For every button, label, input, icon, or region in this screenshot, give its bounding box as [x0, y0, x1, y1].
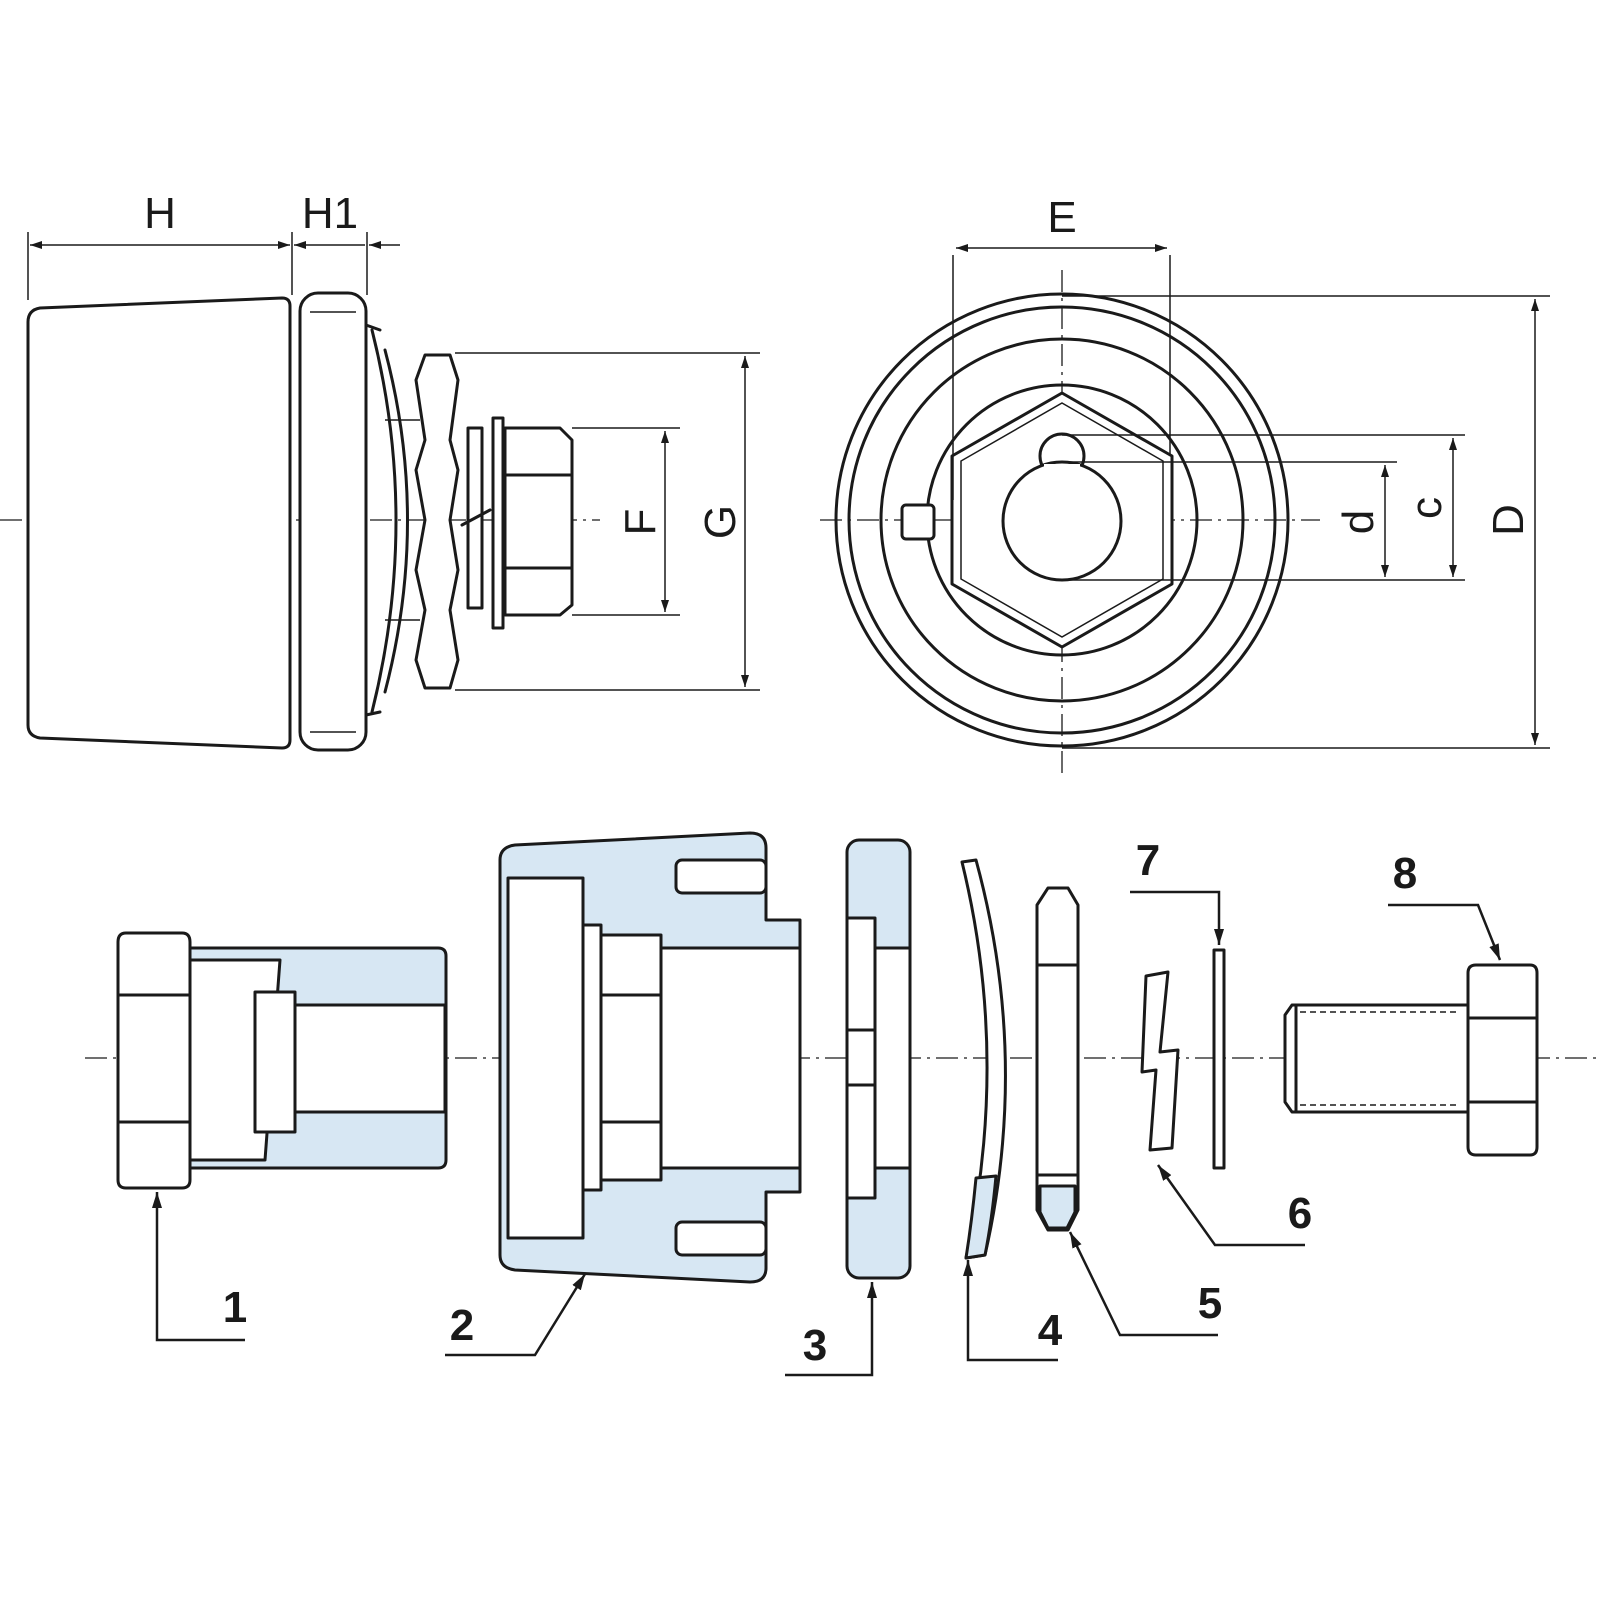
knob-body: [26, 296, 292, 750]
part-4-spring-washer: [960, 858, 1007, 1260]
side-view: H H1 G F: [0, 189, 760, 752]
front-view: E D c d: [820, 193, 1550, 775]
cap-ring: [298, 291, 368, 752]
bore: [1001, 460, 1123, 582]
dim-E-label: E: [1047, 193, 1076, 242]
locating-tab: [900, 503, 936, 541]
outer-rim: [834, 292, 1290, 748]
part-label-2: 2: [450, 1301, 474, 1350]
part-label-6: 6: [1288, 1189, 1312, 1238]
dim-d-label: d: [1334, 510, 1383, 534]
dim-F-label: F: [616, 509, 665, 536]
bolt-head: [503, 426, 574, 617]
dim-D-label: D: [1484, 504, 1533, 536]
part-label-5: 5: [1198, 1279, 1222, 1328]
part-5-hex-nut: [1035, 886, 1080, 1232]
part-1-insert-nut: [116, 931, 448, 1190]
part-label-7: 7: [1136, 836, 1160, 885]
part-label-1: 1: [223, 1283, 247, 1332]
flat-washer: [491, 416, 505, 630]
part-6-lock-washer: [1140, 970, 1180, 1152]
dim-G-label: G: [696, 505, 745, 539]
hex-nut: [414, 353, 460, 690]
part-label-4: 4: [1038, 1306, 1063, 1355]
part-7-flat-washer: [1212, 948, 1226, 1170]
dim-H1-label: H1: [302, 189, 358, 238]
part-label-3: 3: [803, 1321, 827, 1370]
part-2-knob-body: [498, 831, 802, 1284]
spring-washer: [370, 328, 398, 714]
part-3-cap-ring: [845, 838, 912, 1280]
dim-c-label: c: [1402, 497, 1451, 519]
dim-H-label: H: [144, 189, 176, 238]
part-label-8: 8: [1393, 849, 1417, 898]
part-8-bolt: [1283, 963, 1539, 1157]
exploded-view: 1 2 3 4 5 6 7 8: [85, 831, 1600, 1377]
